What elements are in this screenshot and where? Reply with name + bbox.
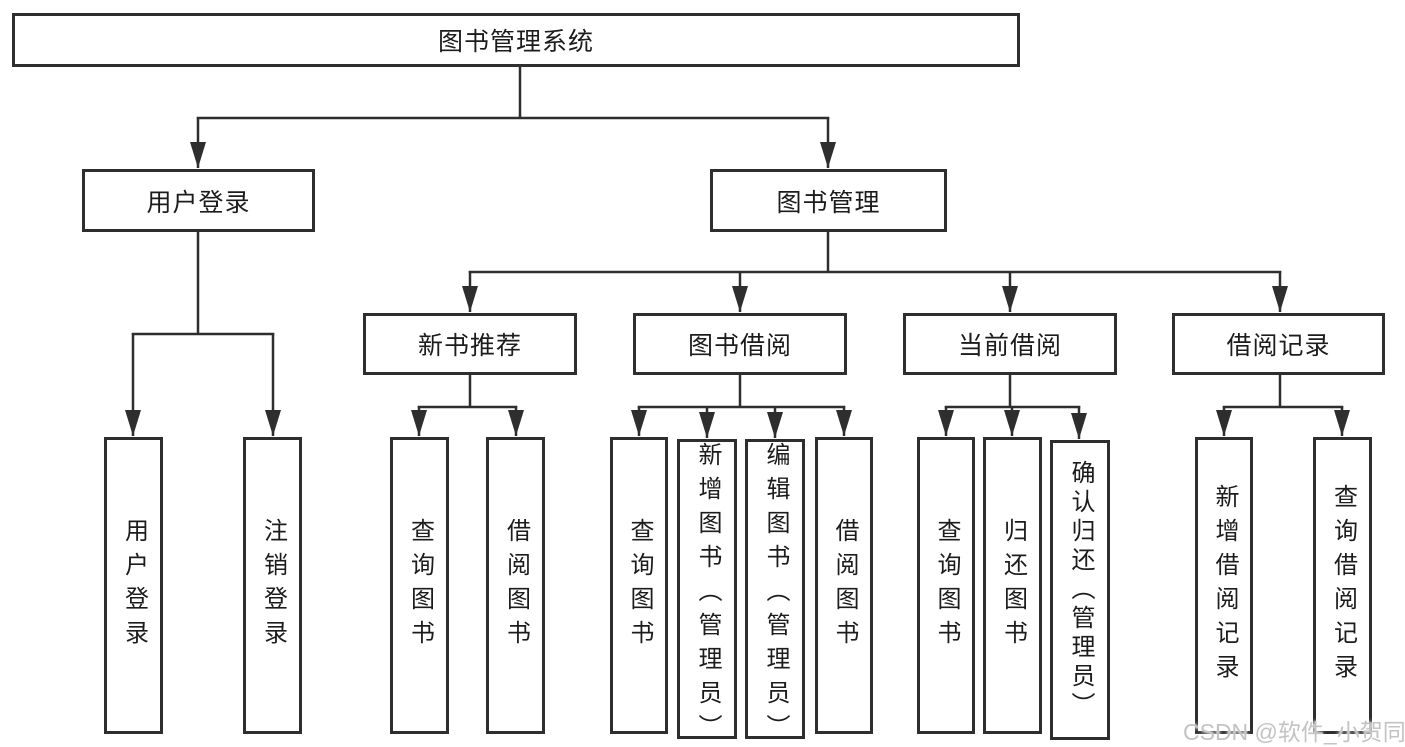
node-new-book-recommend-label: 新书推荐 bbox=[417, 332, 522, 360]
leaf-query-books-1-label: 查询图书 bbox=[406, 517, 434, 654]
leaf-add-book-admin-label: 新增图书（管理员） bbox=[694, 442, 721, 747]
leaf-logout-login: 注销登录 bbox=[243, 437, 302, 734]
node-user-login: 用户登录 bbox=[82, 169, 315, 232]
node-current-borrow: 当前借阅 bbox=[903, 313, 1117, 375]
node-user-login-label: 用户登录 bbox=[146, 188, 251, 217]
leaf-borrow-books-1-label: 借阅图书 bbox=[502, 517, 530, 654]
node-borrow-records: 借阅记录 bbox=[1172, 313, 1385, 375]
leaf-query-books-1: 查询图书 bbox=[390, 437, 449, 734]
node-borrow-records-label: 借阅记录 bbox=[1226, 332, 1331, 360]
leaf-user-login: 用户登录 bbox=[104, 437, 163, 734]
leaf-borrow-books-1: 借阅图书 bbox=[486, 437, 545, 734]
node-library-system-label: 图书管理系统 bbox=[437, 28, 594, 56]
leaf-add-borrow-record: 新增借阅记录 bbox=[1195, 437, 1253, 734]
leaf-user-login-label: 用户登录 bbox=[120, 517, 148, 654]
leaf-confirm-return-admin: 确认归还（管理员） bbox=[1050, 440, 1110, 740]
node-new-book-recommend: 新书推荐 bbox=[363, 313, 577, 375]
leaf-query-borrow-record: 查询借阅记录 bbox=[1313, 437, 1372, 734]
leaf-edit-book-admin: 编辑图书（管理员） bbox=[745, 439, 805, 747]
leaf-borrow-books-2: 借阅图书 bbox=[815, 437, 873, 734]
leaf-logout-login-label: 注销登录 bbox=[259, 517, 287, 654]
node-current-borrow-label: 当前借阅 bbox=[957, 332, 1062, 360]
leaf-confirm-return-admin-label: 确认归还（管理员） bbox=[1067, 459, 1094, 721]
leaf-query-books-2-label: 查询图书 bbox=[626, 517, 653, 654]
leaf-query-books-3: 查询图书 bbox=[917, 437, 975, 734]
node-book-management-label: 图书管理 bbox=[776, 188, 881, 217]
node-book-borrow: 图书借阅 bbox=[633, 313, 847, 375]
leaf-add-book-admin: 新增图书（管理员） bbox=[677, 439, 737, 747]
node-library-system: 图书管理系统 bbox=[12, 13, 1020, 67]
csdn-watermark: CSDN @软件_小贺同学 bbox=[1183, 719, 1405, 745]
leaf-query-books-2: 查询图书 bbox=[610, 437, 668, 734]
leaf-return-books: 归还图书 bbox=[983, 437, 1042, 734]
leaf-query-borrow-record-label: 查询借阅记录 bbox=[1329, 483, 1357, 688]
leaf-return-books-label: 归还图书 bbox=[999, 517, 1027, 654]
leaf-borrow-books-2-label: 借阅图书 bbox=[831, 517, 858, 654]
leaf-query-books-3-label: 查询图书 bbox=[933, 517, 960, 654]
leaf-edit-book-admin-label: 编辑图书（管理员） bbox=[762, 442, 789, 747]
node-book-management: 图书管理 bbox=[710, 169, 947, 232]
node-book-borrow-label: 图书借阅 bbox=[687, 332, 792, 360]
leaf-add-borrow-record-label: 新增借阅记录 bbox=[1211, 483, 1238, 688]
